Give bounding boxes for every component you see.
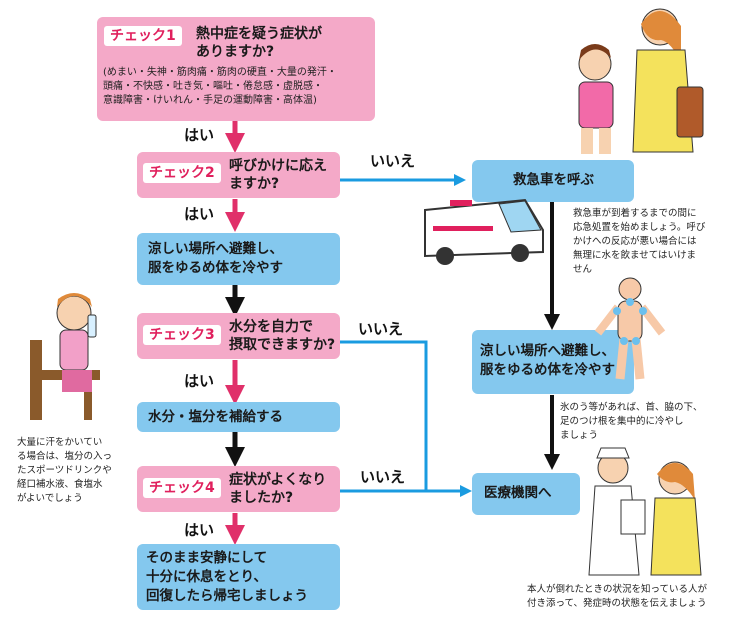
check2-tag: チェック2	[143, 163, 221, 183]
ambulance-box	[472, 160, 634, 202]
check2-question-line2: ますか?	[229, 176, 280, 192]
cool2-action-box	[472, 330, 634, 394]
girl-drinking-illustration	[30, 293, 100, 420]
body-cooling-points-illustration	[594, 277, 666, 380]
check4-question-line2: ましたか?	[229, 490, 294, 506]
check1-tag: チェック1	[104, 26, 182, 46]
no-label-3: いいえ	[360, 468, 406, 486]
hydrate-action-box	[137, 402, 340, 432]
check2-question-line1: 呼びかけに応え	[229, 158, 327, 174]
check3-question-line2: 摂取できますか?	[229, 337, 336, 353]
line-check3-no	[340, 340, 428, 491]
yes-label-1: はい	[184, 126, 215, 144]
no-label-1: いいえ	[370, 152, 416, 170]
check1-question-line2: ありますか?	[196, 44, 275, 60]
check1-symptoms-line2: 頭痛・不快感・吐き気・嘔吐・倦怠感・虚脱感・	[103, 81, 323, 92]
cool-action-line1: 涼しい場所へ避難し、	[148, 241, 283, 257]
no-label-2: いいえ	[358, 320, 404, 338]
check1-symptoms-line3: 意識障害・けいれん・手足の運動障害・高体温)	[103, 95, 317, 106]
ambulance-illustration	[424, 198, 544, 265]
hospital-box	[472, 473, 580, 515]
rest-action-box	[137, 544, 340, 610]
check3-tag: チェック3	[143, 325, 221, 345]
rest-action-line2: 十分に休息をとり、	[146, 569, 267, 585]
check4-tag: チェック4	[143, 478, 221, 498]
ambulance-text: 救急車を呼ぶ	[513, 172, 594, 188]
check3-question-line1: 水分を自力で	[229, 319, 313, 335]
check1-symptoms-line1: (めまい・失神・筋肉痛・筋肉の硬直・大量の発汗・	[103, 67, 337, 78]
yes-label-2: はい	[184, 205, 215, 223]
cool2-action-line2: 服をゆるめ体を冷やす	[480, 362, 615, 378]
cool2-action-line1: 涼しい場所へ避難し、	[480, 343, 615, 359]
cool-action-line2: 服をゆるめ体を冷やす	[148, 260, 283, 276]
cool-action-box	[137, 233, 340, 285]
hydrate-action-text: 水分・塩分を補給する	[148, 409, 283, 425]
rest-action-line3: 回復したら帰宅しましょう	[146, 588, 308, 604]
nurse-and-patient-illustration	[588, 447, 702, 576]
rest-action-line1: そのまま安静にして	[146, 550, 268, 566]
check1-question-line1: 熱中症を疑う症状が	[196, 26, 322, 42]
yes-label-4: はい	[184, 521, 215, 539]
hospital-text: 医療機関へ	[484, 485, 552, 501]
yes-label-3: はい	[184, 372, 215, 390]
check4-question-line1: 症状がよくなり	[229, 472, 327, 488]
woman-and-girl-illustration	[578, 8, 704, 154]
